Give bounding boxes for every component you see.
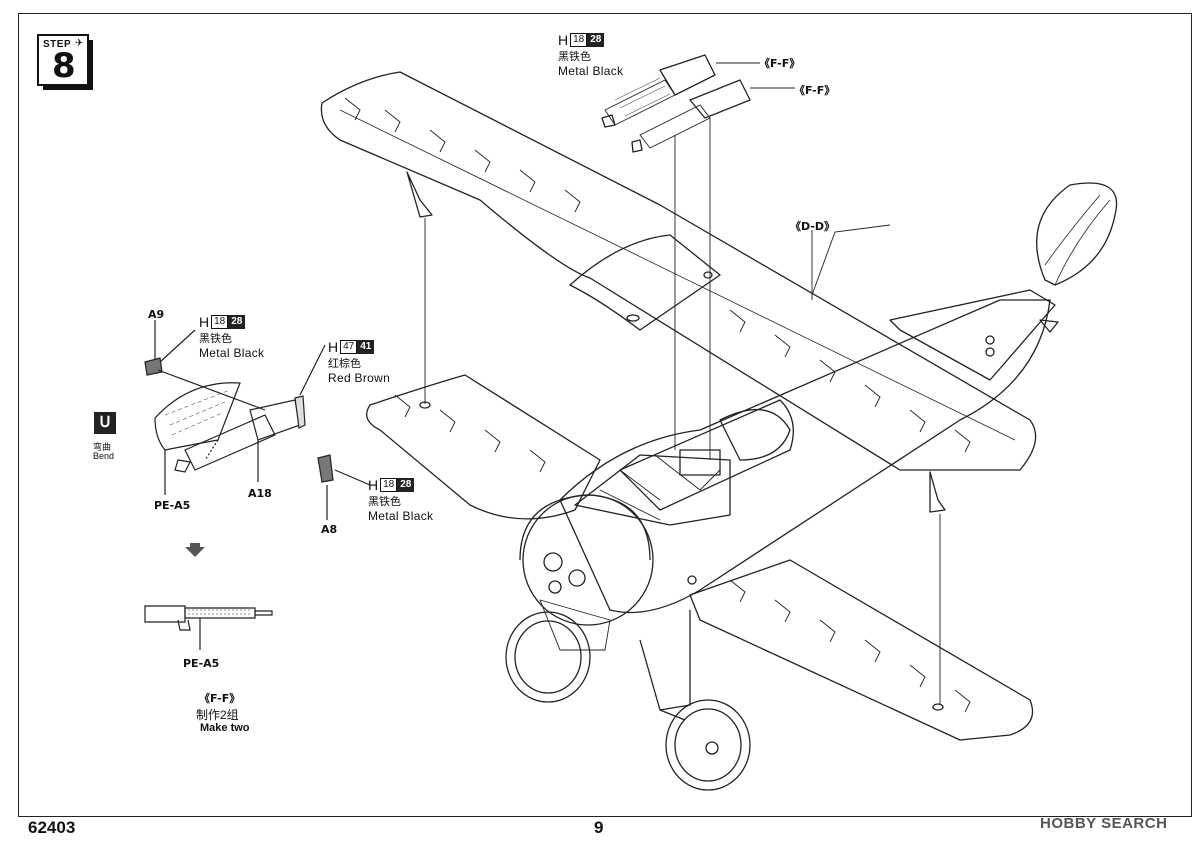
page-border [18, 13, 1192, 817]
top-machine-guns [601, 54, 751, 153]
bend-label-en: Bend [93, 451, 115, 461]
bend-icon: ᑌ [94, 412, 116, 434]
section-ref-ff-2: 《F-F》 [794, 84, 836, 97]
plane-icon: ✈ [75, 38, 84, 49]
section-ref-ff-1: 《F-F》 [759, 57, 801, 70]
bend-label-cn: 弯曲 [93, 442, 112, 452]
make-two-en: Make two [200, 722, 250, 734]
part-label-a18: A18 [248, 487, 272, 500]
kit-number: 62403 [28, 818, 76, 837]
make-two-cn: 制作2组 [196, 708, 239, 722]
page-number: 9 [594, 818, 604, 837]
step-number: 8 [52, 46, 76, 86]
part-label-pe-a5-bottom: PE-A5 [183, 657, 220, 670]
part-label-a8: A8 [321, 523, 338, 536]
part-label-pe-a5: PE-A5 [154, 499, 191, 512]
part-label-a9: A9 [148, 308, 165, 321]
gun-subassembly [144, 320, 371, 650]
watermark-logo: HOBBY SEARCH [1040, 815, 1168, 832]
step-label: STEP [43, 39, 72, 50]
upper-wing [320, 71, 1037, 471]
section-ref-dd: 《D-D》 [790, 220, 836, 233]
section-ref-ff-bottom: 《F-F》 [199, 692, 241, 705]
